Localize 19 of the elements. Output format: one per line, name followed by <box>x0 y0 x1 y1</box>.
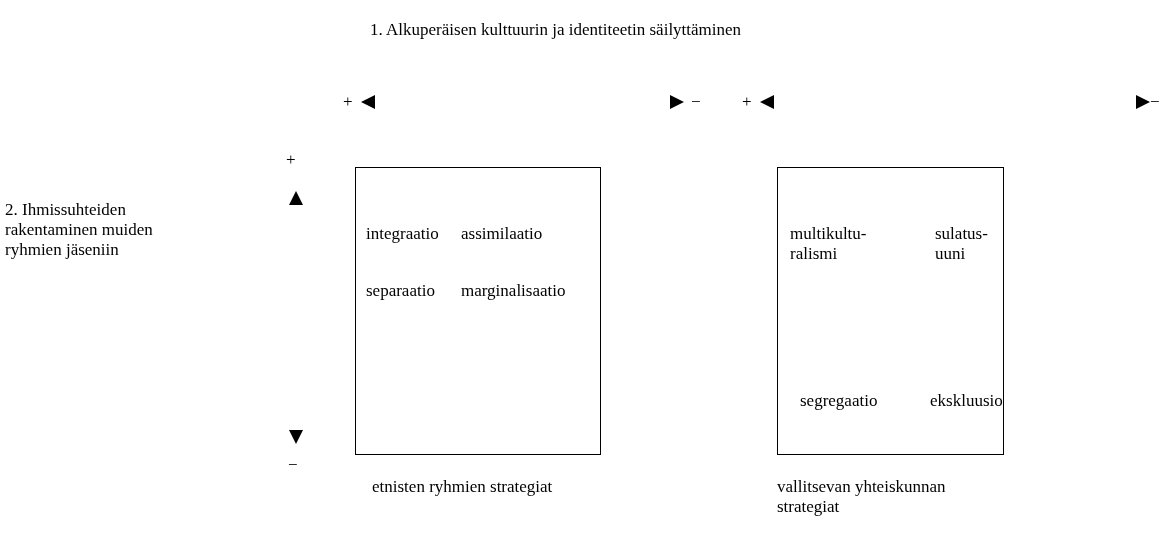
quadrant-label: assimilaatio <box>461 224 544 244</box>
plus-sign: + <box>286 150 296 170</box>
strategy-box <box>777 167 1004 455</box>
minus-sign: − <box>1150 92 1160 112</box>
box-caption: etnisten ryhmien strategiat <box>372 477 554 497</box>
minus-sign: − <box>288 455 298 475</box>
quadrant-label: multikultu- ralismi <box>790 224 868 264</box>
axis-title: 1. Alkuperäisen kulttuurin ja identiteetin säilyttäminen <box>370 20 742 40</box>
quadrant-label: segregaatio <box>800 391 879 411</box>
minus-sign: − <box>691 92 701 112</box>
plus-sign: + <box>742 92 752 112</box>
quadrant-label: sulatus- uuni <box>935 224 989 264</box>
axis-title: 2. Ihmissuhteiden rakentaminen muiden ryhmien jäseniin <box>5 200 154 260</box>
strategy-box <box>355 167 601 455</box>
quadrant-label: marginalisaatio <box>461 281 567 301</box>
quadrant-label: integraatio <box>366 224 440 244</box>
plus-sign: + <box>343 92 353 112</box>
quadrant-label: ekskluusio <box>930 391 1004 411</box>
box-caption: vallitsevan yhteiskunnan strategiat <box>777 477 947 517</box>
